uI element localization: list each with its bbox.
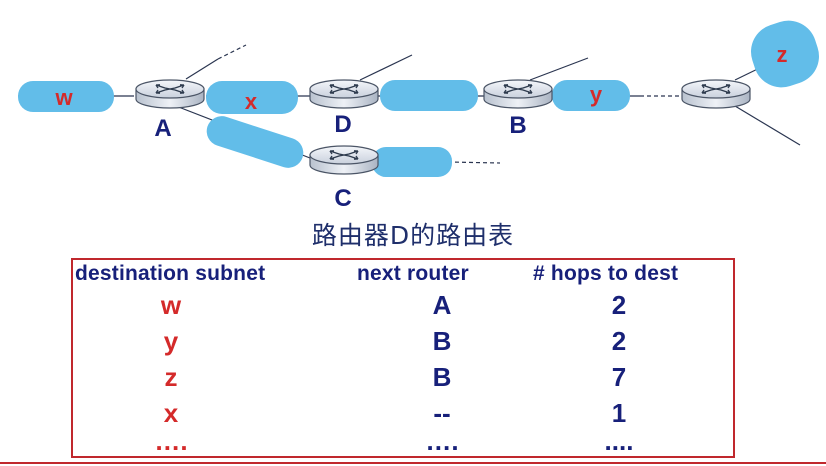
- cell-hops: ....: [604, 426, 634, 456]
- cell-next-router: B: [432, 326, 452, 356]
- subnet-w: [18, 81, 114, 112]
- routing-table-title: 路由器D的路由表: [311, 221, 515, 250]
- header-hops: # hops to dest: [533, 262, 679, 285]
- subnet-y: [552, 80, 630, 111]
- router-label-a: A: [154, 115, 171, 142]
- network-diagram: w x y z A D B C: [18, 20, 819, 212]
- router-label-b: B: [509, 112, 526, 139]
- subnet-label-z: z: [777, 42, 788, 67]
- subnet-d-b: [380, 80, 478, 111]
- subnet-blobs: [18, 20, 819, 177]
- cell-hops: 2: [611, 290, 627, 320]
- router-far-icon: [681, 79, 751, 109]
- cell-hops: 7: [611, 362, 627, 392]
- cell-next-router: --: [433, 398, 451, 428]
- header-destination-subnet: destination subnet: [75, 262, 266, 285]
- cell-destination: w: [160, 290, 182, 320]
- header-next-router: next router: [357, 262, 469, 285]
- cell-destination: x: [163, 398, 179, 428]
- router-a-icon: [135, 79, 205, 109]
- cell-hops: 1: [611, 398, 627, 428]
- router-c-icon: [309, 145, 379, 175]
- router-label-c: C: [334, 185, 351, 212]
- table-row: w A 2: [73, 290, 733, 326]
- router-label-d: D: [334, 111, 351, 138]
- cell-destination: z: [164, 362, 178, 392]
- subnet-label-y: y: [590, 82, 603, 107]
- bottom-divider: [0, 462, 826, 464]
- table-row: x -- 1: [73, 398, 733, 434]
- subnet-c-right: [372, 147, 452, 177]
- router-b-icon: [483, 79, 553, 109]
- table-row: z B 7: [73, 362, 733, 398]
- cell-next-router: B: [432, 362, 452, 392]
- subnet-x: [206, 81, 298, 114]
- cell-next-router: A: [432, 290, 452, 320]
- routing-table: destination subnet next router # hops to…: [71, 258, 735, 458]
- subnet-label-w: w: [54, 85, 73, 110]
- cell-destination: ….: [154, 426, 188, 456]
- subnet-z: [751, 20, 819, 88]
- table-row: …. …. ....: [73, 426, 733, 462]
- cell-hops: 2: [611, 326, 627, 356]
- router-d-icon: [309, 79, 379, 109]
- subnet-label-x: x: [245, 89, 258, 114]
- cell-next-router: ….: [425, 426, 459, 456]
- table-row: y B 2: [73, 326, 733, 362]
- subnet-a-c: [206, 116, 304, 168]
- cell-destination: y: [163, 326, 179, 356]
